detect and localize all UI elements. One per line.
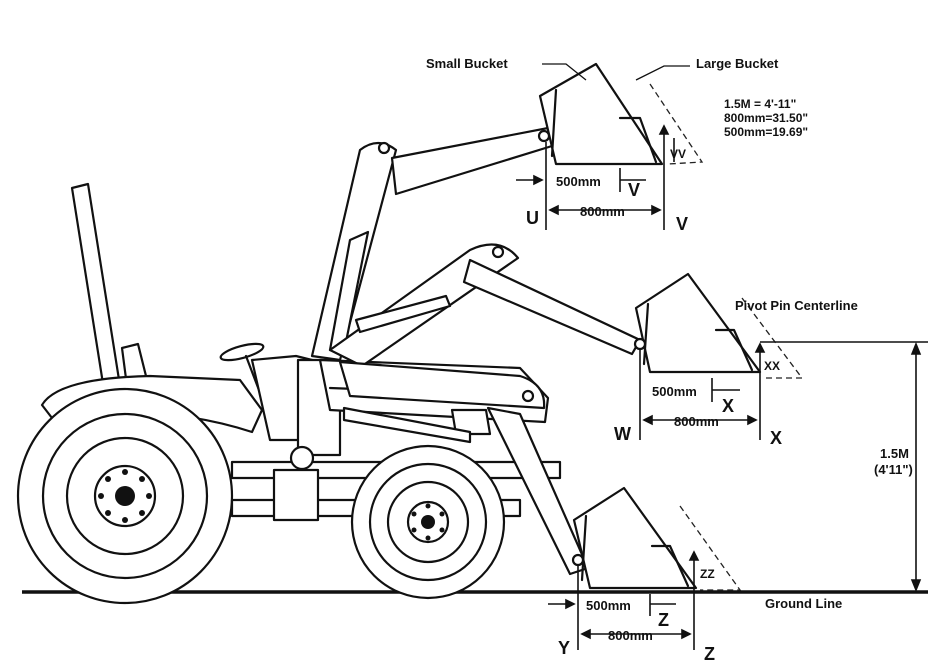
top-letter-small: V [628, 180, 640, 200]
middle-letter-double: XX [764, 359, 780, 373]
bucket-bottom [571, 486, 742, 591]
top-letter-double: VV [670, 147, 686, 161]
dimension-lines [516, 124, 922, 650]
top-letter-left: U [526, 208, 539, 228]
top-offset-label: 500mm [556, 174, 601, 189]
label-ground-line: Ground Line [765, 596, 842, 611]
bucket-top [537, 62, 704, 166]
label-height-metric: 1.5M [880, 446, 909, 461]
top-letter-right: V [676, 214, 688, 234]
bottom-letter-double: ZZ [700, 567, 715, 581]
labels: Small Bucket Large Bucket 1.5M = 4'-11" … [426, 56, 913, 664]
loader-arms [310, 126, 642, 576]
label-height-imperial: (4'11") [874, 462, 913, 477]
bottom-width-label: 800mm [608, 628, 653, 643]
label-conversion-1: 1.5M = 4'-11" [724, 97, 796, 111]
middle-letter-left: W [614, 424, 631, 444]
bucket-middle [633, 272, 804, 379]
label-leaders [542, 63, 928, 343]
top-width-label: 800mm [580, 204, 625, 219]
label-small-bucket: Small Bucket [426, 56, 508, 71]
bottom-letter-left: Y [558, 638, 570, 658]
middle-letter-small: X [722, 396, 734, 416]
bottom-offset-label: 500mm [586, 598, 631, 613]
middle-offset-label: 500mm [652, 384, 697, 399]
label-pivot-pin: Pivot Pin Centerline [735, 298, 858, 313]
middle-width-label: 800mm [674, 414, 719, 429]
middle-letter-right: X [770, 428, 782, 448]
label-large-bucket: Large Bucket [696, 56, 779, 71]
bottom-letter-right: Z [704, 644, 715, 664]
label-conversion-3: 500mm=19.69" [724, 125, 808, 139]
label-conversion-2: 800mm=31.50" [724, 111, 808, 125]
bottom-letter-small: Z [658, 610, 669, 630]
